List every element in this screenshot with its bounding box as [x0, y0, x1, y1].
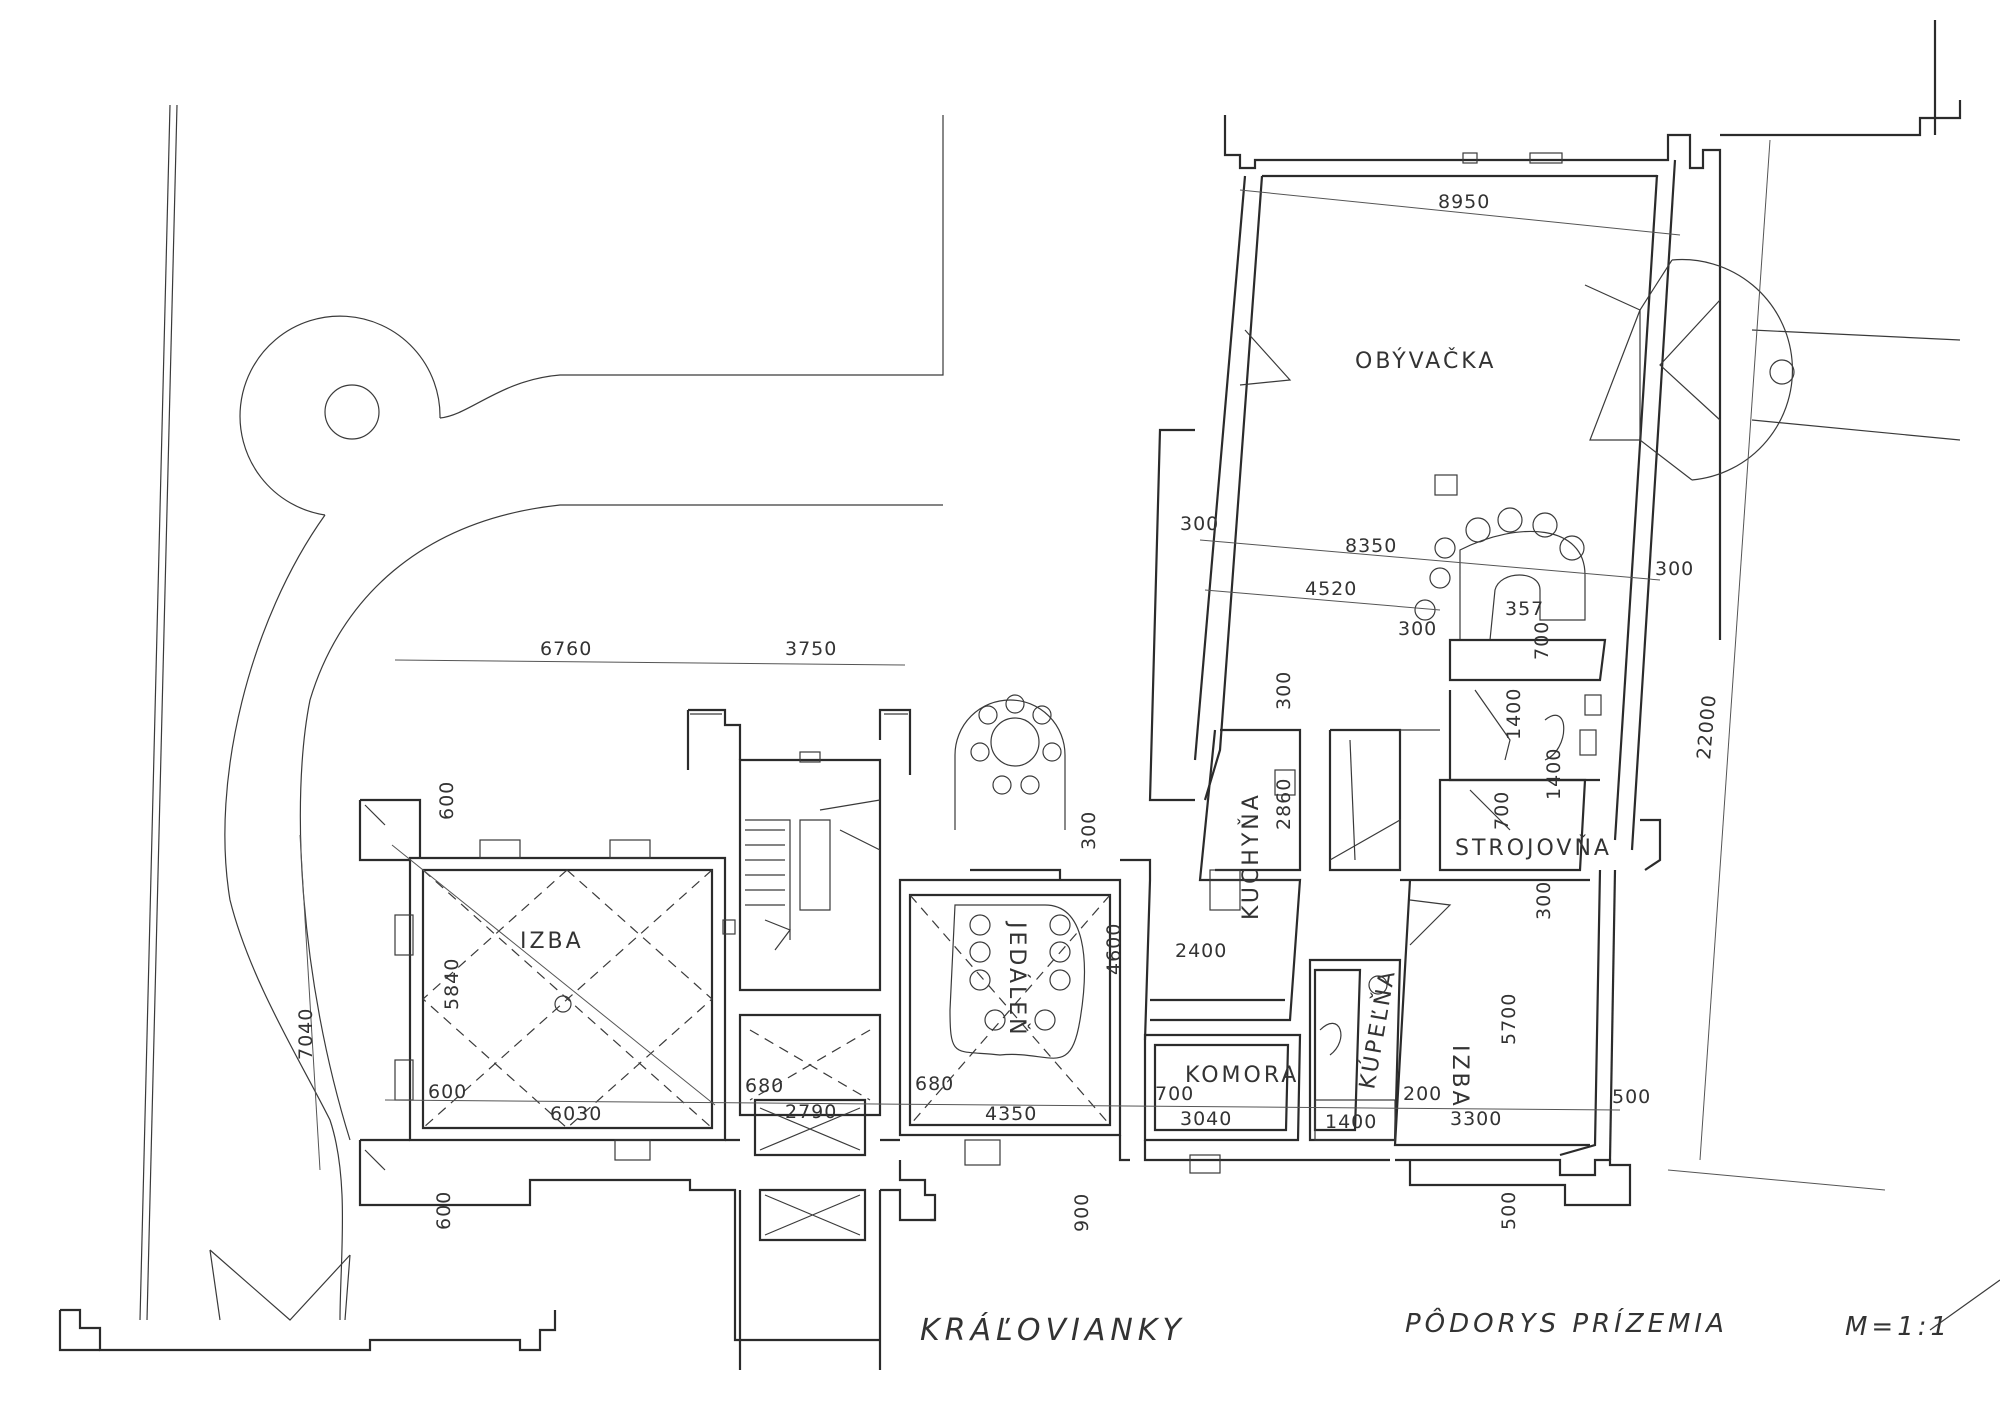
dim-300-e: 300: [1078, 811, 1100, 850]
dim-900: 900: [1071, 1193, 1093, 1232]
dim-3040: 3040: [1180, 1108, 1232, 1130]
room-label-izba-left: IZBA: [520, 929, 584, 954]
dimension-lines: [299, 139, 1886, 1191]
garden-path: [139, 104, 2000, 1331]
dim-1400-top: 1400: [1503, 688, 1525, 740]
dim-357: 357: [1505, 598, 1544, 620]
dim-6030: 6030: [550, 1103, 602, 1125]
dim-680-b: 680: [915, 1073, 954, 1095]
dim-680-a: 680: [745, 1075, 784, 1097]
east-rooms: [1143, 729, 1662, 1207]
dim-6760: 6760: [540, 638, 592, 660]
service-rooms: [1215, 638, 1607, 872]
dim-1400-a: 1400: [1543, 748, 1565, 800]
dim-4520: 4520: [1305, 578, 1357, 600]
drawing-subtitle: PÔDORYS PRÍZEMIA: [1405, 1307, 1728, 1339]
room-label-izba-right: IZBA: [1447, 1045, 1472, 1109]
west-room: [358, 798, 935, 1342]
dim-500-b: 500: [1498, 1191, 1520, 1230]
dim-700-c: 700: [1155, 1083, 1194, 1105]
dim-5840: 5840: [441, 958, 463, 1010]
dim-4350: 4350: [985, 1103, 1037, 1125]
dim-600-b: 600: [428, 1081, 467, 1103]
dim-8350: 8350: [1345, 535, 1397, 557]
room-label-jedalen: JEDÁLEŇ: [1004, 920, 1030, 1038]
room-label-kuchyna: KUCHYŇA: [1238, 792, 1264, 920]
dim-200: 200: [1403, 1083, 1442, 1105]
dim-7040: 7040: [295, 1008, 317, 1060]
room-label-strojovna: STROJOVŇA: [1455, 835, 1612, 861]
dim-700-b: 700: [1491, 791, 1513, 830]
dim-600-a: 600: [436, 781, 458, 820]
dim-4600: 4600: [1103, 923, 1125, 975]
living-wing-walls: [1148, 20, 1962, 851]
dim-300-f: 300: [1533, 881, 1555, 920]
dim-500-a: 500: [1612, 1086, 1651, 1108]
dim-300-d: 300: [1273, 671, 1295, 710]
stair-hall: [686, 708, 912, 1370]
drawing-scale: M=1:1: [1845, 1312, 1951, 1342]
dim-3300: 3300: [1450, 1108, 1502, 1130]
drawing-title: KRÁĽOVIANKY: [920, 1312, 1186, 1348]
dim-2400: 2400: [1175, 940, 1227, 962]
dim-600-c: 600: [433, 1191, 455, 1230]
dim-300-c: 300: [1398, 618, 1437, 640]
dim-5700: 5700: [1498, 993, 1520, 1045]
dim-300-b: 300: [1655, 558, 1694, 580]
dim-3750: 3750: [785, 638, 837, 660]
living-seating: [1414, 474, 1586, 641]
dim-8950: 8950: [1438, 191, 1490, 213]
dim-2790: 2790: [785, 1101, 837, 1123]
dim-2860: 2860: [1273, 778, 1295, 830]
dim-300-a: 300: [1180, 513, 1219, 535]
dim-1400-b: 1400: [1325, 1111, 1377, 1133]
garden-wall: [58, 1249, 557, 1352]
room-label-komora: KOMORA: [1185, 1063, 1299, 1088]
dim-700-a: 700: [1531, 621, 1553, 660]
room-label-obyvacka: OBÝVAČKA: [1355, 348, 1496, 374]
